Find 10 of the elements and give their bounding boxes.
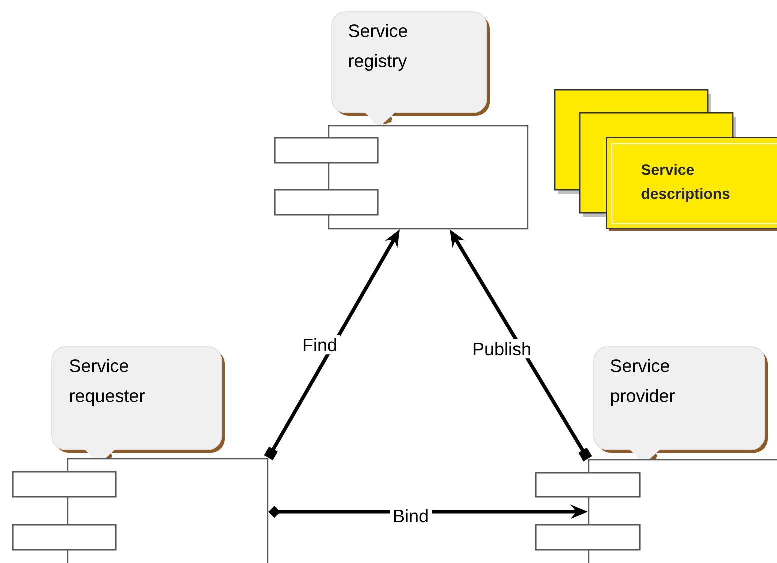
callout-bubble: Service requester — [52, 346, 225, 464]
component-drawing — [274, 125, 529, 230]
document-stack: Service descriptions — [554, 89, 777, 231]
component-drawing — [535, 459, 777, 563]
edge-label: Publish — [469, 339, 535, 359]
callout-bubble: Service provider — [594, 346, 768, 464]
edge-label: Find — [300, 335, 340, 355]
callout-bubble: Service registry — [332, 12, 490, 127]
component-drawing — [12, 458, 269, 563]
edge-label: Bind — [390, 506, 432, 526]
